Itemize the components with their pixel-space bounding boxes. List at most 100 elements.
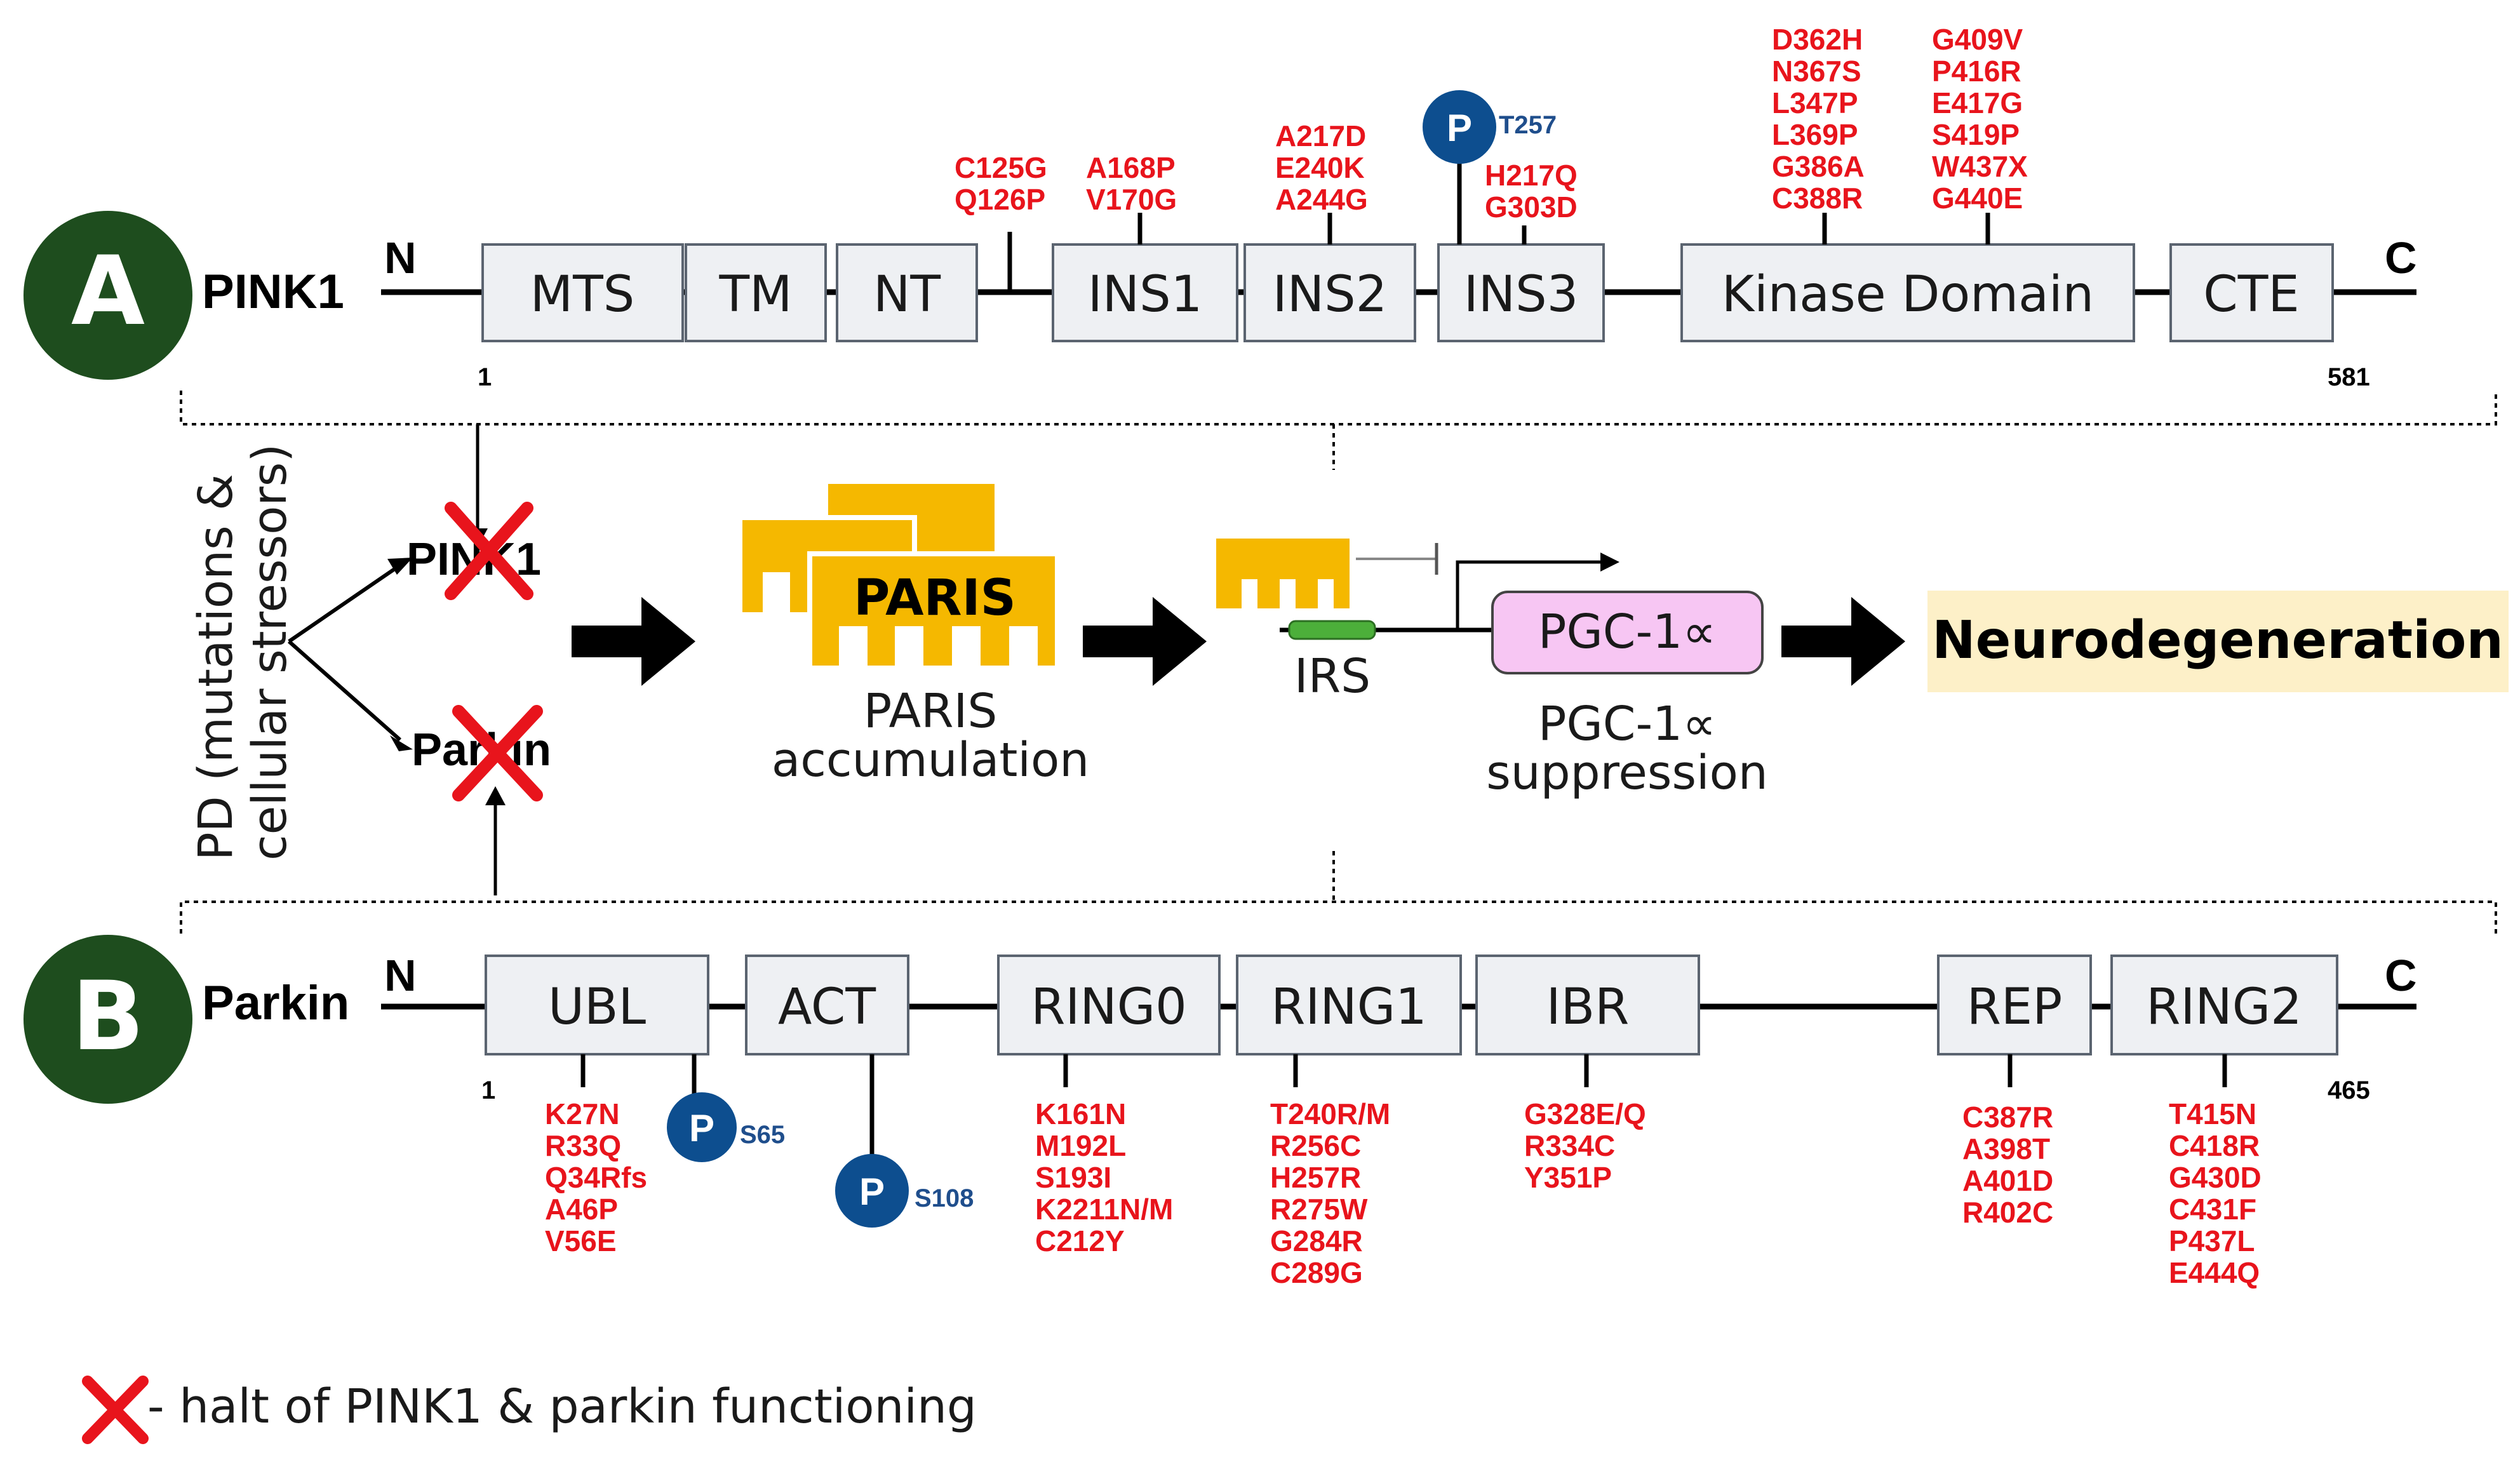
irs-label: IRS	[1294, 649, 1371, 704]
parkin-mutations-ibr: G328E/Q R334C Y351P	[1524, 1097, 1646, 1194]
parkin-mutation-ticks	[580, 1054, 2227, 1156]
pathway: PD (mutations & cellular stressors) PINK…	[189, 424, 2509, 895]
svg-text:C125G: C125G	[955, 151, 1047, 184]
panel-b-circle	[23, 935, 192, 1104]
svg-text:A217D: A217D	[1275, 119, 1366, 152]
svg-text:G440E: G440E	[1932, 182, 2023, 215]
svg-text:R402C: R402C	[1962, 1196, 2053, 1229]
parkin-mutations-ring0: K161N M192L S193I K2211N/M C212Y	[1035, 1097, 1173, 1257]
parkin-end: 465	[2328, 1076, 2370, 1104]
paris-box-label: PARIS	[854, 570, 1016, 627]
svg-text:E417G: E417G	[1932, 86, 2023, 119]
parkin-domain-rep-label: REP	[1967, 979, 2063, 1036]
svg-text:A168P: A168P	[1086, 151, 1176, 184]
parkin-domain-rep	[1937, 955, 2092, 1055]
svg-text:D362H: D362H	[1772, 23, 1863, 56]
svg-text:C388R: C388R	[1772, 182, 1863, 215]
pgc-caption-line2: suppression	[1486, 746, 1768, 800]
pink1-mutations-g1: C125G Q126P	[955, 151, 1047, 216]
parkin-bracket	[180, 901, 2497, 934]
pink1-phospho-icon	[1423, 90, 1496, 164]
promoter-arrow-head	[1600, 553, 1619, 572]
pd-label-line2: cellular stressors)	[243, 444, 297, 861]
svg-text:N367S: N367S	[1772, 55, 1861, 88]
pink1-domain-kinase	[1680, 243, 2135, 342]
svg-text:R334C: R334C	[1524, 1129, 1615, 1162]
svg-text:C418R: C418R	[2169, 1129, 2260, 1162]
parkin-start: 1	[481, 1076, 495, 1104]
svg-text:G284R: G284R	[1270, 1224, 1363, 1257]
svg-text:T240R/M: T240R/M	[1270, 1097, 1390, 1130]
svg-text:M192L: M192L	[1035, 1129, 1126, 1162]
pd-label-line1: PD (mutations &	[189, 474, 243, 861]
svg-text:A401D: A401D	[1962, 1164, 2053, 1197]
parkin-domain-ubl-label: UBL	[548, 979, 647, 1036]
pink1-domain-ins2	[1243, 243, 1416, 342]
svg-text:W437X: W437X	[1932, 150, 2028, 183]
panel-b-letter: B	[72, 961, 144, 1072]
pink1-domain-tm-label: TM	[719, 266, 793, 323]
pink1-c-term: C	[2385, 233, 2417, 283]
parkin-domain-ring1	[1236, 955, 1462, 1055]
pink1-domain-ins1	[1052, 243, 1238, 342]
halt-x-icon-pink1	[445, 502, 533, 600]
pink1-mutation-ticks	[1007, 162, 1990, 292]
panel-a-circle	[23, 211, 192, 380]
svg-text:R256C: R256C	[1270, 1129, 1361, 1162]
pink1-start: 1	[478, 363, 492, 391]
svg-text:E240K: E240K	[1275, 151, 1365, 184]
legend-x-icon	[82, 1376, 149, 1444]
big-arrow-2	[1083, 597, 1207, 686]
svg-text:G386A: G386A	[1772, 150, 1865, 183]
parkin-up-arrow-head	[485, 786, 506, 805]
svg-text:P416R: P416R	[1932, 55, 2021, 88]
svg-text:Q34Rfs: Q34Rfs	[545, 1161, 647, 1194]
svg-text:S419P: S419P	[1932, 118, 2020, 151]
pink1-mutations-g3: A217D E240K A244G	[1275, 119, 1368, 216]
svg-text:C387R: C387R	[1962, 1101, 2053, 1134]
pink1-domain-mts-label: MTS	[530, 266, 634, 323]
parkin-s108-site: S108	[915, 1184, 974, 1212]
svg-text:V170G: V170G	[1086, 183, 1177, 216]
pink1-name: PINK1	[202, 265, 344, 319]
panel-a-letter: A	[71, 236, 145, 347]
pd-split-arrows	[288, 563, 401, 742]
svg-text:E444Q: E444Q	[2169, 1256, 2260, 1289]
parkin-mutations-rep: C387R A398T A401D R402C	[1962, 1101, 2053, 1229]
pink1-domain-mts	[481, 243, 684, 342]
parkin-s65-phospho-icon	[667, 1092, 737, 1162]
svg-text:H217Q: H217Q	[1485, 159, 1578, 192]
pink1-domain-ins3-label: INS3	[1464, 266, 1579, 323]
parkin-domain-ubl	[485, 955, 709, 1055]
svg-text:S193I: S193I	[1035, 1161, 1111, 1194]
pgc-caption-line1: PGC-1∝	[1538, 697, 1716, 751]
svg-text:A398T: A398T	[1962, 1132, 2050, 1165]
pink1-domain-nt	[836, 243, 978, 342]
outcome-label: Neurodegeneration	[1932, 610, 2503, 671]
pd-arrow-head-1	[387, 558, 413, 575]
legend-text: - halt of PINK1 & parkin functioning	[147, 1379, 977, 1434]
svg-text:L347P: L347P	[1772, 86, 1858, 119]
svg-text:K27N: K27N	[545, 1097, 620, 1130]
panel-a: A PINK1 N C 1 581 MTS TM NT INS1 INS2 IN…	[23, 23, 2497, 470]
parkin-domain-ring2-label: RING2	[2146, 979, 2302, 1036]
svg-text:T415N: T415N	[2169, 1097, 2256, 1130]
halt-x-icon-parkin	[452, 705, 543, 801]
parkin-mutations-ubl: K27N R33Q Q34Rfs A46P V56E	[545, 1097, 647, 1257]
parkin-n-term: N	[384, 951, 417, 1000]
paris-caption-line1: PARIS	[864, 684, 998, 739]
pink1-bracket	[180, 391, 2497, 425]
pink1-domain-ins1-label: INS1	[1088, 266, 1203, 323]
parkin-mutations-ring2: T415N C418R G430D C431F P437L E444Q	[2169, 1097, 2262, 1289]
svg-text:G430D: G430D	[2169, 1161, 2262, 1194]
pink1-domain-cte-label: CTE	[2203, 266, 2299, 323]
pink1-n-term: N	[384, 233, 417, 283]
parkin-domain-ring0-label: RING0	[1031, 979, 1187, 1036]
pink1-domain-kinase-label: Kinase Domain	[1722, 266, 2094, 323]
paris-bound-icon	[1216, 539, 1350, 608]
pgc-box	[1491, 591, 1764, 674]
outcome-box	[1927, 591, 2509, 692]
svg-text:C431F: C431F	[2169, 1193, 2256, 1226]
parkin-mutations-ring1: T240R/M R256C H257R R275W G284R C289G	[1270, 1097, 1390, 1289]
svg-text:G303D: G303D	[1485, 191, 1578, 224]
